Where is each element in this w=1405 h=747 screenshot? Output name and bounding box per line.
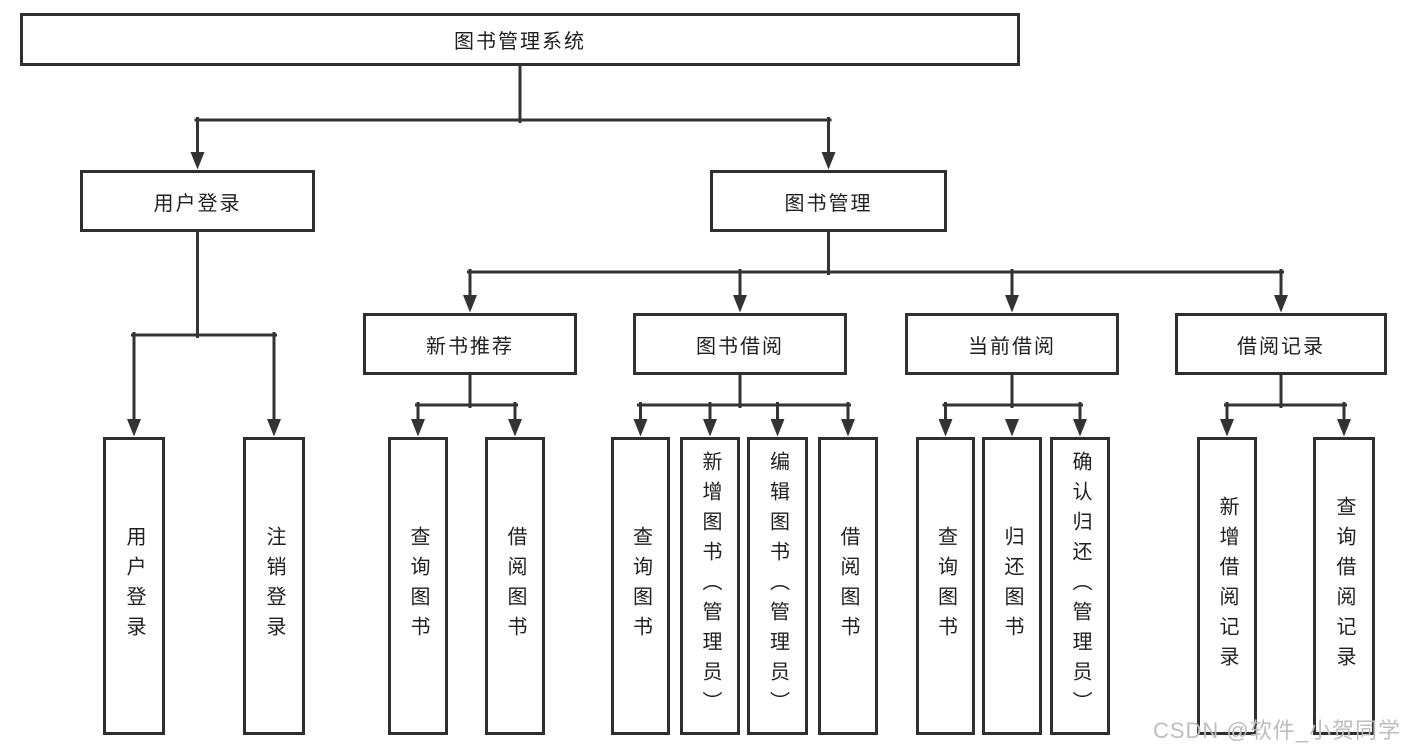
node-label: 图书借阅 xyxy=(696,335,784,358)
node-leaf-add-borrow-record: 新增借阅记录 xyxy=(1197,437,1257,735)
node-label: 用户登录 xyxy=(153,192,242,215)
node-leaf-logout: 注销登录 xyxy=(243,437,305,735)
node-leaf-add-books-admin: 新增图书（管理员） xyxy=(680,437,740,735)
node-leaf-query-borrow-record: 查询借阅记录 xyxy=(1313,437,1375,735)
node-leaf-query-books-1: 查询图书 xyxy=(388,437,448,735)
node-borrowing-records: 借阅记录 xyxy=(1175,313,1387,375)
node-leaf-query-books-3: 查询图书 xyxy=(916,437,975,735)
node-label: 注销登录 xyxy=(263,526,285,646)
node-current-borrowing: 当前借阅 xyxy=(905,313,1119,375)
node-user-login-branch: 用户登录 xyxy=(80,170,315,232)
node-label: 新书推荐 xyxy=(426,335,514,358)
node-label: 编辑图书（管理员） xyxy=(766,451,789,721)
node-label: 借阅图书 xyxy=(837,526,859,646)
node-label: 当前借阅 xyxy=(968,335,1056,358)
node-label: 图书管理系统 xyxy=(454,31,586,53)
node-label: 查询图书 xyxy=(407,526,429,646)
node-label: 查询借阅记录 xyxy=(1333,496,1355,676)
node-book-management-branch: 图书管理 xyxy=(710,170,947,232)
node-leaf-edit-books-admin: 编辑图书（管理员） xyxy=(747,437,808,735)
node-book-borrowing: 图书借阅 xyxy=(633,313,847,375)
node-leaf-return-books: 归还图书 xyxy=(982,437,1042,735)
node-leaf-borrow-books-1: 借阅图书 xyxy=(485,437,545,735)
node-label: 借阅图书 xyxy=(504,526,526,646)
node-label: 新增借阅记录 xyxy=(1216,496,1238,676)
node-label: 借阅记录 xyxy=(1237,335,1325,358)
node-leaf-confirm-return-admin: 确认归还（管理员） xyxy=(1050,437,1110,735)
node-label: 图书管理 xyxy=(784,192,873,215)
node-label: 新增图书（管理员） xyxy=(699,451,721,721)
node-label: 用户登录 xyxy=(123,526,145,646)
node-leaf-query-books-2: 查询图书 xyxy=(611,437,670,735)
tree-edges xyxy=(131,62,1347,422)
node-leaf-user-login: 用户登录 xyxy=(103,437,165,735)
node-leaf-borrow-books-2: 借阅图书 xyxy=(818,437,878,735)
node-root-system: 图书管理系统 xyxy=(20,13,1020,66)
node-new-book-recommend: 新书推荐 xyxy=(363,313,577,375)
csdn-watermark: CSDN @软件_小贺同学 xyxy=(1152,718,1401,743)
node-label: 查询图书 xyxy=(934,526,957,646)
node-label: 归还图书 xyxy=(1001,526,1023,646)
node-label: 确认归还（管理员） xyxy=(1069,451,1091,721)
node-label: 查询图书 xyxy=(629,526,652,646)
